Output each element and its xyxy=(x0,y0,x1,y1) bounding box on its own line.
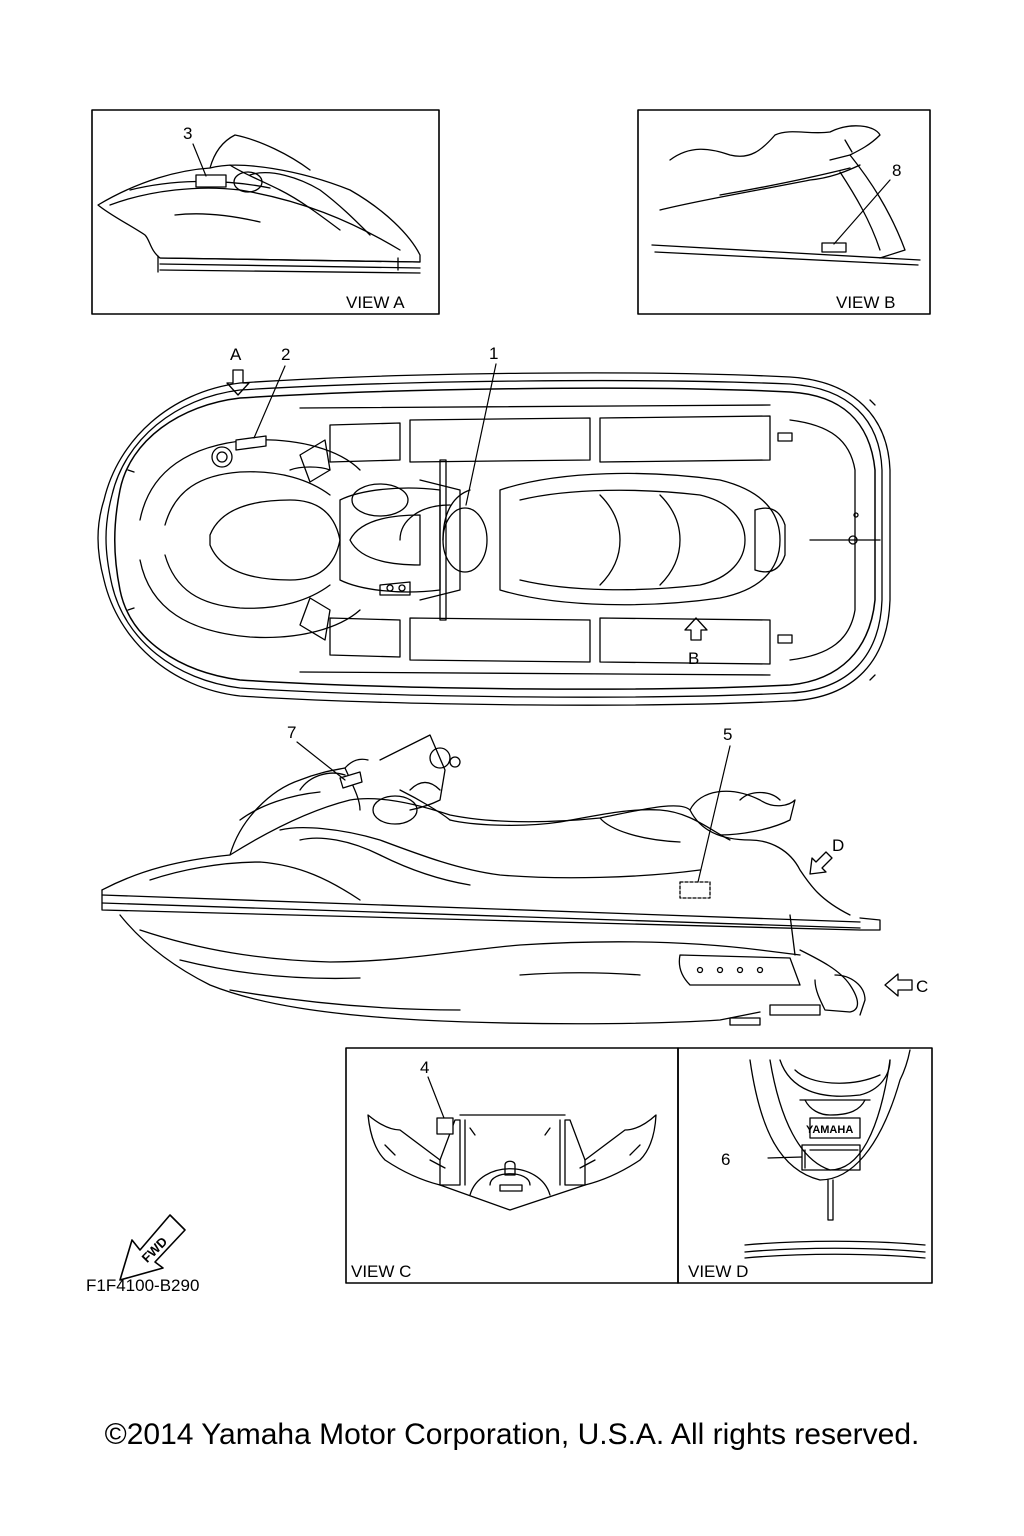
view-d-label: VIEW D xyxy=(688,1262,748,1281)
view-a-arrow-icon xyxy=(226,369,250,396)
view-c-arrow-label: C xyxy=(916,977,928,996)
part-code: F1F4100-B290 xyxy=(86,1276,199,1295)
label-8-marker xyxy=(821,242,847,253)
callout-7: 7 xyxy=(287,723,296,742)
label-2-marker xyxy=(235,435,267,451)
view-c-panel: 4 VIEW C xyxy=(345,1047,679,1284)
top-view-watercraft xyxy=(97,372,891,706)
label-4-marker xyxy=(436,1117,454,1135)
view-d-arrow-icon xyxy=(809,851,833,875)
callout-5: 5 xyxy=(723,725,732,744)
callout-1: 1 xyxy=(489,344,498,363)
label-7-marker xyxy=(339,771,363,789)
view-b-hull-drawing xyxy=(651,125,921,266)
view-c-label: VIEW C xyxy=(351,1262,411,1281)
view-b-arrow-icon xyxy=(684,617,708,641)
view-d-hull-drawing xyxy=(744,1049,926,1259)
view-b-panel: 8 VIEW B xyxy=(637,109,931,315)
callout-8: 8 xyxy=(892,161,901,180)
view-a-label: VIEW A xyxy=(346,293,405,312)
view-c-arrow-icon xyxy=(884,973,913,997)
view-b-arrow-label: B xyxy=(688,649,699,668)
view-a-hull-drawing xyxy=(97,134,421,274)
view-a-arrow-label: A xyxy=(230,345,242,364)
view-c-hull-drawing xyxy=(367,1114,657,1211)
callout-6: 6 xyxy=(721,1150,730,1169)
fwd-arrow-icon: FWD xyxy=(119,1214,186,1281)
view-d-panel: YAMAHA 6 VIEW D xyxy=(677,1047,933,1284)
callout-3: 3 xyxy=(183,124,192,143)
yamaha-logo: YAMAHA xyxy=(806,1124,853,1136)
side-view-watercraft xyxy=(101,734,881,1026)
label-3-marker xyxy=(195,174,227,188)
view-d-arrow-label: D xyxy=(832,836,844,855)
copyright-notice: ©2014 Yamaha Motor Corporation, U.S.A. A… xyxy=(104,1418,920,1451)
callout-2: 2 xyxy=(281,345,290,364)
callout-4: 4 xyxy=(420,1058,429,1077)
label-5-marker xyxy=(679,881,711,899)
view-b-label: VIEW B xyxy=(836,293,896,312)
view-a-panel: 3 VIEW A xyxy=(91,109,440,315)
